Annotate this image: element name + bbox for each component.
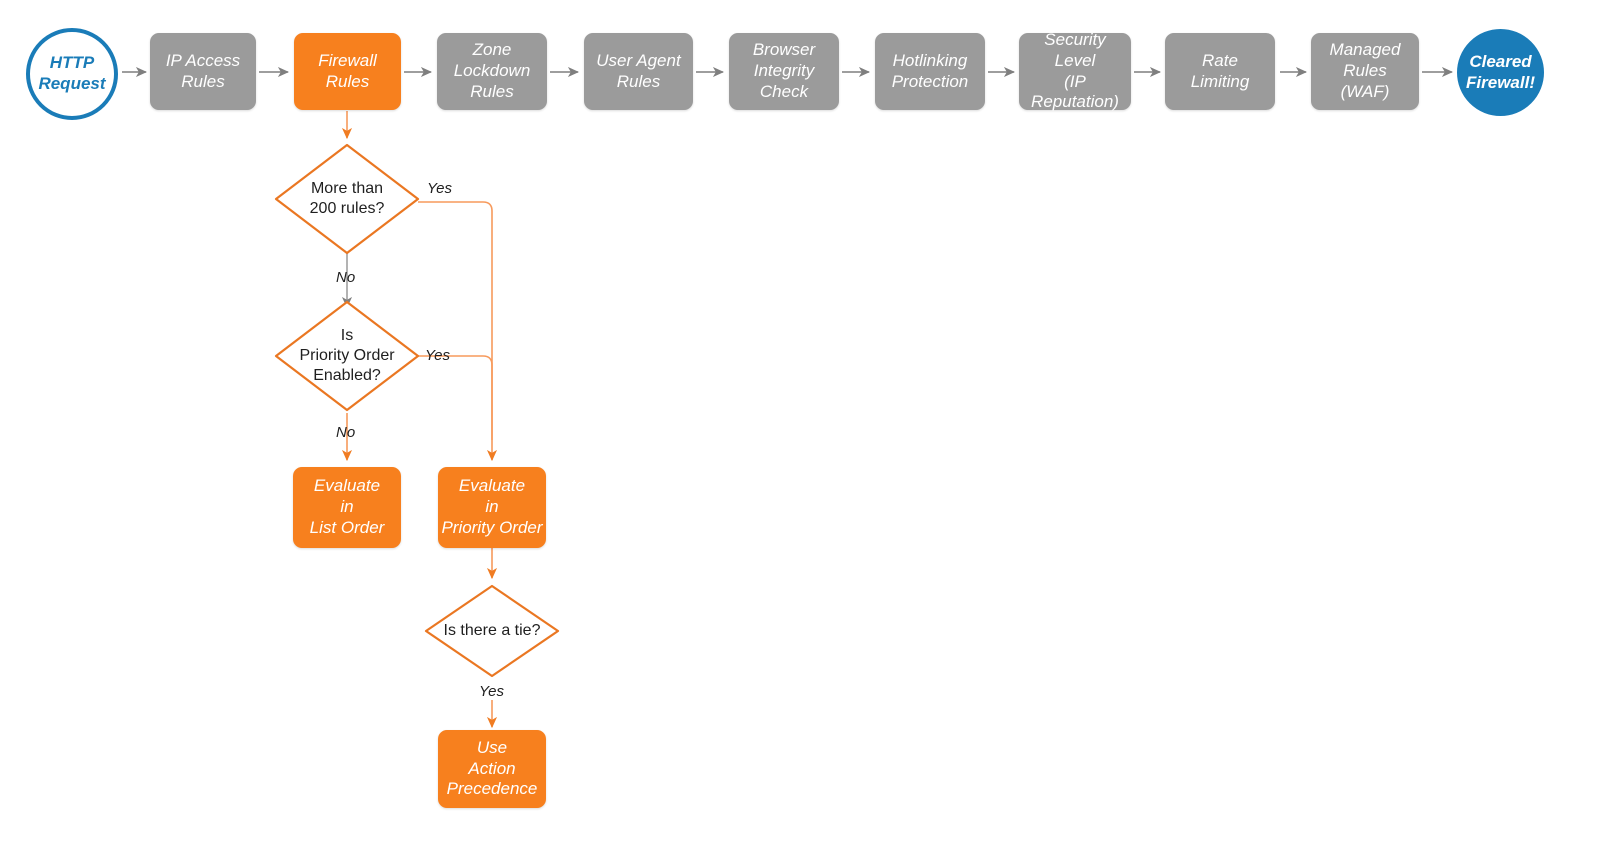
node-security-level[interactable]: Security Level (IP Reputation) [1019,30,1131,112]
node-managed-rules-waf[interactable]: Managed Rules (WAF) [1311,33,1419,110]
decision-more-than-200-rules-label: More than 200 rules? [309,180,385,217]
node-cleared-firewall-label: Cleared Firewall! [1466,51,1535,92]
node-managed-rules-waf-label: Managed Rules (WAF) [1329,40,1401,101]
node-use-action-precedence-label: Use Action Precedence [446,737,538,799]
edge-label-yes-3-text: Yes [479,683,505,700]
diamond-is-there-a-tie [424,584,560,678]
node-user-agent-rules[interactable]: User Agent Rules [584,33,693,110]
edge-label-yes-1-text: Yes [427,180,453,197]
node-evaluate-in-list-order-label: Evaluate in List Order [309,476,385,537]
decision-outlines [274,143,560,678]
node-cleared-firewall[interactable]: Cleared Firewall! [1457,29,1544,116]
node-evaluate-in-list-order[interactable]: Evaluate in List Order [293,467,401,548]
decision-is-there-a-tie-label: Is there a tie? [443,622,541,639]
node-ip-access-rules-label: IP Access Rules [165,50,241,91]
decision-more-than-200-rules[interactable]: More than 200 rules? [276,145,418,253]
node-zone-lockdown-rules[interactable]: Zone Lockdown Rules [437,33,547,110]
node-ip-access-rules[interactable]: IP Access Rules [150,33,256,110]
node-rate-limiting-label: Rate Limiting [1190,50,1250,91]
decision-is-there-a-tie[interactable]: Is there a tie? [426,586,558,676]
node-user-agent-rules-label: User Agent Rules [596,50,681,91]
edge-label-yes-2-text: Yes [425,347,451,364]
edge-decision2-yes [418,355,493,440]
edge-label-yes-2: Yes [425,347,450,364]
node-hotlinking-protection[interactable]: Hotlinking Protection [875,33,985,110]
edge-label-yes-1: Yes [427,180,452,197]
node-use-action-precedence[interactable]: Use Action Precedence [438,730,546,808]
edge-label-yes-3: Yes [479,683,504,700]
diamond-is-priority-order-enabled [274,300,420,412]
node-zone-lockdown-rules-label: Zone Lockdown Rules [453,40,531,101]
node-http-request[interactable]: HTTP Request [26,28,118,120]
node-browser-integrity-check-label: Browser Integrity Check [752,40,816,101]
edge-label-no-2-text: No [336,424,356,441]
node-evaluate-in-priority-order[interactable]: Evaluate in Priority Order [438,467,546,548]
node-rate-limiting[interactable]: Rate Limiting [1165,33,1275,110]
edge-label-no-1-text: No [336,269,356,286]
node-security-level-label: Security Level (IP Reputation) [1031,30,1119,112]
node-firewall-rules-label: Firewall Rules [318,50,377,91]
decision-is-priority-order-enabled[interactable]: Is Priority Order Enabled? [276,302,418,410]
node-firewall-rules[interactable]: Firewall Rules [294,33,401,110]
decision-is-priority-order-enabled-label: Is Priority Order Enabled? [299,327,395,384]
node-browser-integrity-check[interactable]: Browser Integrity Check [729,33,839,110]
diamond-more-than-200-rules [274,143,420,255]
edge-label-no-2: No [336,424,355,441]
node-evaluate-in-priority-order-label: Evaluate in Priority Order [441,476,543,537]
node-http-request-label: HTTP Request [38,53,106,93]
edge-decision1-yes [418,201,498,462]
edge-label-no-1: No [336,269,355,286]
node-hotlinking-protection-label: Hotlinking Protection [891,50,969,91]
